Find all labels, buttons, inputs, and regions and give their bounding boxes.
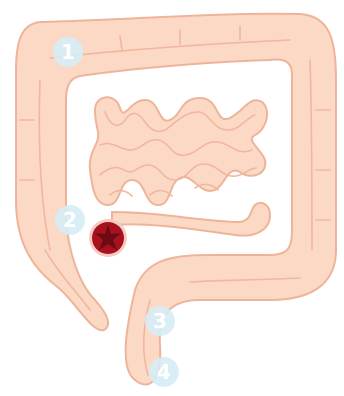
marker-4[interactable]: 4: [149, 357, 179, 387]
polyp-lesion-icon: [89, 219, 127, 257]
marker-2-label: 2: [63, 208, 77, 232]
marker-3[interactable]: 3: [145, 306, 175, 336]
marker-1[interactable]: 1: [53, 37, 83, 67]
large-intestine: [16, 14, 336, 385]
terminal-ileum: [112, 203, 270, 236]
small-intestine: [90, 97, 270, 235]
colon-outline: [16, 14, 336, 385]
marker-1-label: 1: [61, 40, 75, 64]
marker-2[interactable]: 2: [55, 205, 85, 235]
marker-4-label: 4: [157, 360, 171, 384]
marker-3-label: 3: [153, 309, 167, 333]
